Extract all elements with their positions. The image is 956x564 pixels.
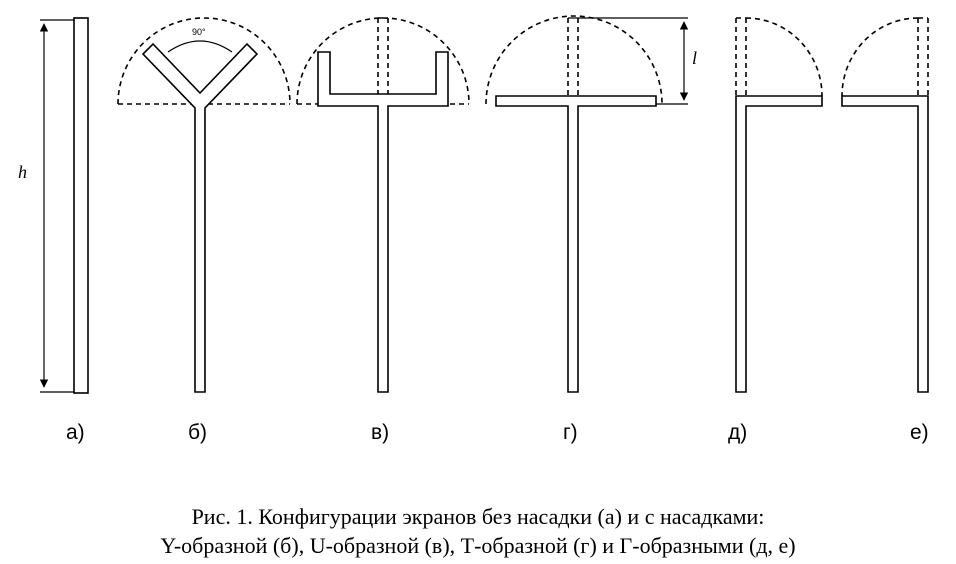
angle-label: 90°	[192, 27, 206, 37]
screen-d-ghost-plate	[735, 17, 747, 96]
screen-e	[841, 17, 929, 393]
screen-d-arc	[745, 17, 823, 97]
subfig-label-v: в)	[371, 421, 389, 444]
subfig-label-a: а)	[66, 421, 85, 444]
subfig-label-d: д)	[728, 421, 747, 444]
screen-v-u-shape	[317, 51, 449, 393]
screen-d	[735, 17, 823, 393]
caption-line-1: Рис. 1. Конфигурации экранов без насадки…	[192, 504, 765, 529]
screen-g-ghost-plate	[567, 18, 579, 96]
screen-v-ghost-plate	[377, 17, 389, 104]
screen-b-y-shape	[141, 42, 259, 393]
screen-b: 90°	[117, 17, 291, 393]
screen-a: h	[18, 17, 89, 394]
height-label: h	[18, 162, 27, 182]
subfig-label-e: е)	[910, 421, 929, 444]
angle-arc	[167, 40, 233, 53]
screen-g-arc	[485, 15, 663, 105]
screen-d-g-shape	[735, 95, 823, 393]
caption-line-2: Y-образной (б), U-образной (в), Т-образн…	[160, 533, 795, 558]
screen-g: l	[485, 15, 697, 393]
screen-e-g-shape	[841, 95, 929, 393]
screen-v	[296, 17, 470, 393]
screen-a-plate	[73, 17, 89, 394]
subfig-label-b: б)	[188, 421, 207, 444]
screen-e-arc	[841, 17, 919, 97]
screen-v-arc	[296, 17, 470, 105]
screen-g-t-shape	[495, 95, 657, 393]
length-label: l	[692, 48, 697, 68]
subfig-label-g: г)	[563, 421, 578, 444]
screen-b-arc	[117, 17, 291, 105]
screen-e-ghost-plate	[917, 17, 929, 96]
